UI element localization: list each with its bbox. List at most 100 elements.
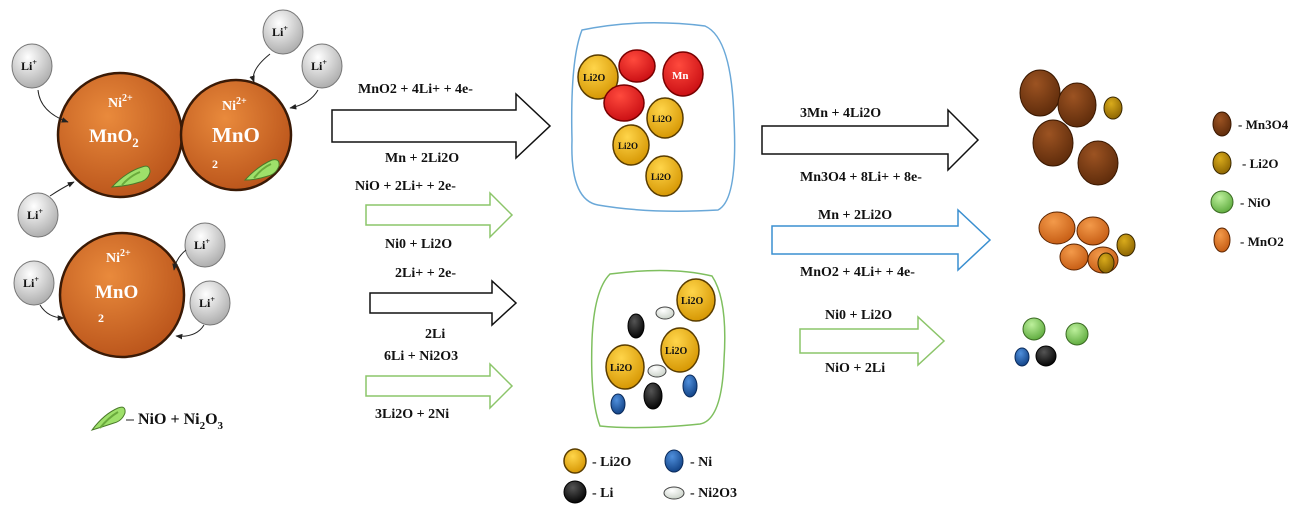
svg-text:Li+: Li+ (311, 58, 327, 73)
arrow-r1: MnO2 + 4Li+ + 4e- Mn + 2Li2O (331, 82, 552, 166)
reaction-r6-top: Mn + 2Li2O (818, 208, 892, 223)
li-particle (627, 313, 645, 339)
coating-legend-label: NiO + Ni2O3 (138, 411, 224, 432)
particle-2-subscript: 2 (212, 157, 218, 171)
svg-text:Li+: Li+ (23, 275, 39, 290)
svg-text:Li+: Li+ (272, 24, 288, 39)
arrow-r5: 3Mn + 4Li2O Mn3O4 + 8Li+ + 8e- (761, 106, 980, 185)
legend-item-mn3o4: - Mn3O4 (1212, 111, 1289, 137)
legend-item-ni2o3: - Ni2O3 (663, 486, 737, 501)
li2o-label: Li2O (583, 73, 605, 84)
arrow-r7: Ni0 + Li2O NiO + 2Li (799, 308, 946, 376)
ni-particle (1014, 347, 1030, 367)
reaction-r2-top: NiO + 2Li+ + 2e- (355, 179, 456, 194)
mn-particle (603, 84, 645, 122)
reaction-r3-bottom: 2Li (425, 327, 445, 342)
li2o-label: Li2O (665, 346, 687, 357)
li2o-particle (612, 124, 650, 166)
arrow-r2: NiO + 2Li+ + 2e- Ni0 + Li2O (355, 179, 514, 252)
arrow-r4: 6Li + Ni2O3 3Li2O + 2Ni (365, 349, 514, 422)
li2o-particle (577, 54, 619, 100)
mn-label: Mn (672, 70, 689, 82)
particle-3-ion: Ni2+ (106, 248, 131, 266)
particle-3-subscript: 2 (98, 311, 104, 325)
particle-3-formula: MnO (95, 282, 138, 303)
li-ion-group: Li+ Li+ Li+ Li+ Li+ Li+ (11, 9, 343, 340)
reaction-r5-top: 3Mn + 4Li2O (800, 106, 881, 121)
products-mn3o4-cluster (1019, 69, 1123, 186)
particle-1-formula: MnO2 (89, 126, 139, 150)
legend-item-li: - Li (563, 480, 614, 504)
ni2o3-particle (655, 306, 675, 320)
blob-nickel-products: Li2O Li2O Li2O (590, 269, 726, 429)
reaction-r5-bottom: Mn3O4 + 8Li+ + 8e- (800, 170, 922, 185)
li2o-particle (676, 278, 716, 322)
svg-text:Li+: Li+ (21, 58, 37, 73)
svg-text:Li+: Li+ (27, 207, 43, 222)
ni-particle (682, 374, 698, 398)
particle-2-formula: MnO (212, 123, 260, 147)
nio-particle (1022, 317, 1046, 341)
legend-label: - NiO (1240, 195, 1271, 210)
li2o-particle (605, 344, 645, 390)
reaction-r1-top: MnO2 + 4Li+ + 4e- (358, 82, 473, 97)
legend-item-li2o: - Li2O (1212, 151, 1278, 175)
mno2-particle (1076, 216, 1110, 246)
li2o-particle (660, 327, 700, 373)
li-ion: Li+ (11, 43, 69, 123)
reaction-r1-bottom: Mn + 2Li2O (385, 151, 459, 166)
mn-particle (662, 51, 704, 97)
reaction-r4-bottom: 3Li2O + 2Ni (375, 407, 449, 422)
arrow-r6: Mn + 2Li2O MnO2 + 4Li+ + 4e- (771, 208, 992, 280)
svg-text:Li+: Li+ (194, 237, 210, 252)
legend-label: - Ni2O3 (690, 486, 737, 501)
legend-label: - MnO2 (1240, 234, 1284, 249)
li2o-label: Li2O (618, 141, 638, 151)
legend-label: - Li2O (1242, 156, 1278, 171)
li-ion: Li+ (17, 181, 75, 238)
particle-2-ion: Ni2+ (222, 96, 247, 114)
ni2o3-particle (647, 364, 667, 378)
mn3o4-particle (1032, 119, 1074, 167)
li2o-particle (1103, 96, 1123, 120)
mn3o4-particle (1019, 69, 1061, 117)
legend-bottom: - Li2O - Ni - Li - Ni2O3 (563, 448, 737, 504)
blob-manganese-products: Li2O Mn Li2O Li2O Li2O (570, 22, 736, 212)
li2o-particle (1097, 252, 1115, 274)
li2o-label: Li2O (681, 296, 703, 307)
li-ion: Li+ (249, 9, 304, 83)
legend-label: - Li2O (592, 455, 631, 470)
reaction-r6-bottom: MnO2 + 4Li+ + 4e- (800, 265, 915, 280)
li2o-label: Li2O (652, 114, 672, 124)
mno2-particle (1038, 211, 1076, 245)
svg-text:Li+: Li+ (199, 295, 215, 310)
li2o-label: Li2O (610, 363, 632, 374)
particle-mno2-top-left: Ni2+ MnO2 (56, 71, 184, 199)
arrow-r3: 2Li+ + 2e- 2Li (369, 266, 518, 342)
nio-coating-patch (243, 159, 280, 181)
reaction-r7-bottom: NiO + 2Li (825, 361, 885, 376)
legend-right: - Mn3O4 - Li2O - NiO - MnO2 (1210, 111, 1289, 253)
li2o-label: Li2O (651, 172, 671, 182)
particle-mno2-top-right: Ni2+ MnO 2 (179, 78, 293, 192)
products-nickel-cluster (1014, 317, 1089, 367)
ni-particle (610, 393, 626, 415)
li-particle (1035, 345, 1057, 367)
mn-particle (618, 49, 656, 83)
particle-mno2-bottom: Ni2+ MnO 2 (58, 231, 186, 359)
coating-legend: NiO + Ni2O3 (90, 406, 224, 432)
reaction-r3-top: 2Li+ + 2e- (395, 266, 456, 281)
mno2-particle (1059, 243, 1089, 271)
particle-1-ion: Ni2+ (108, 93, 133, 111)
nio-particle (1065, 322, 1089, 346)
legend-item-nio: - NiO (1210, 190, 1271, 214)
legend-item-ni: - Ni (664, 449, 712, 473)
mn3o4-particle (1077, 140, 1119, 186)
products-mno2-cluster (1038, 211, 1136, 274)
legend-label: - Ni (690, 455, 712, 470)
li-ion: Li+ (289, 43, 343, 110)
legend-item-li2o: - Li2O (563, 448, 631, 474)
legend-label: - Li (592, 486, 614, 501)
